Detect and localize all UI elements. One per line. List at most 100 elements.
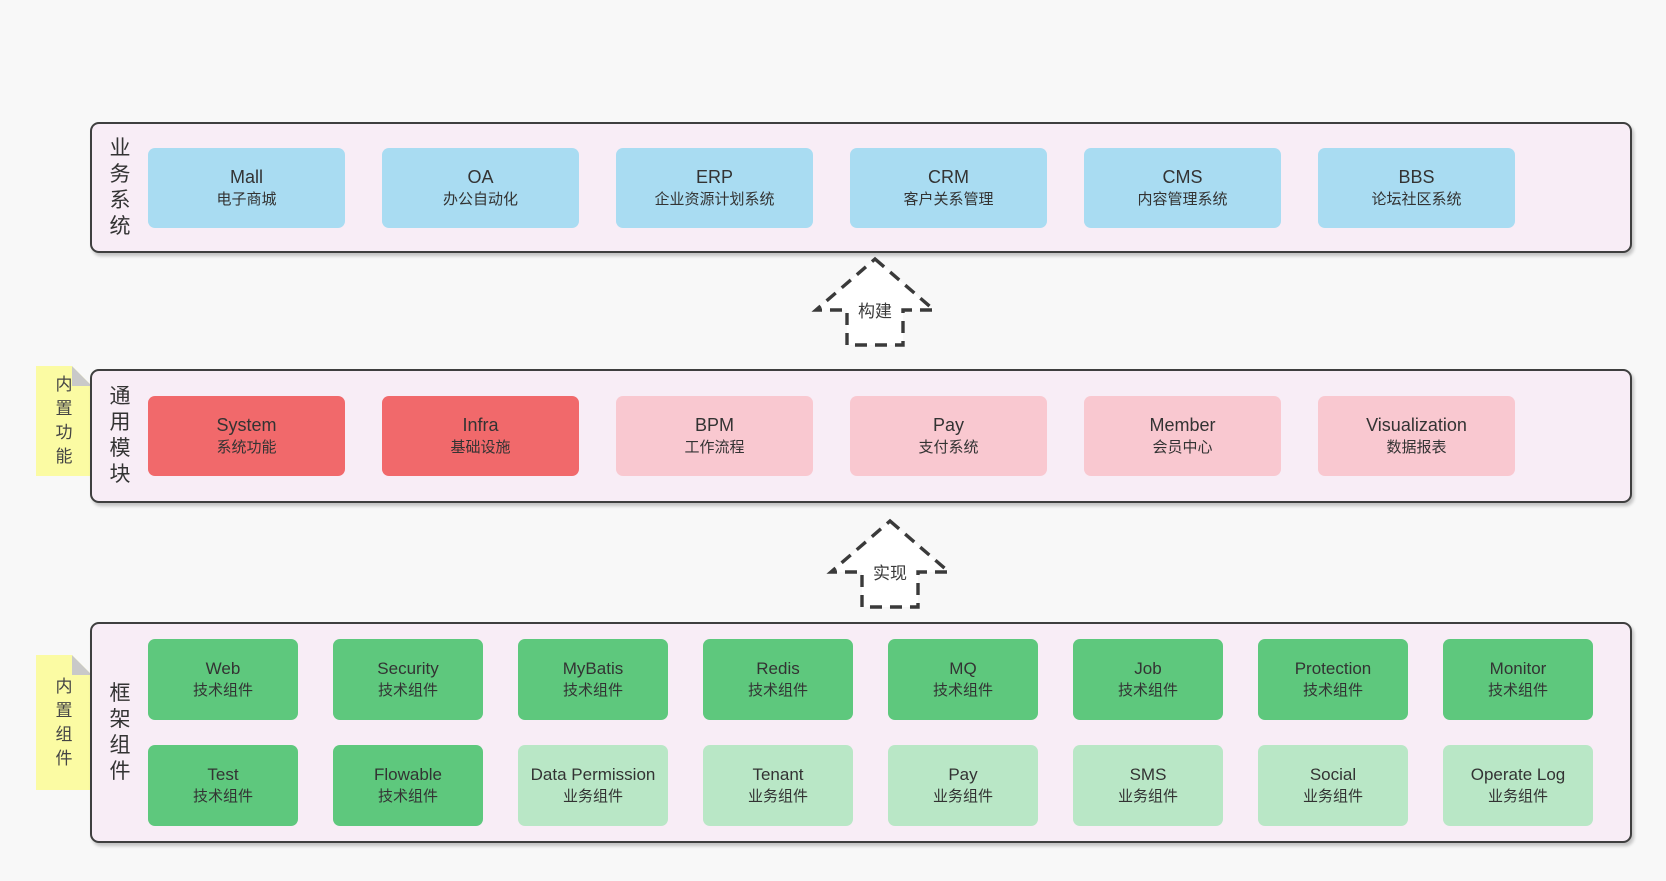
box-desc: 客户关系管理 xyxy=(903,190,994,208)
box-desc: 技术组件 xyxy=(562,682,623,699)
box-visualization: Visualization 数据报表 xyxy=(1318,396,1515,476)
box-job: Job 技术组件 xyxy=(1073,639,1223,720)
box-desc: 企业资源计划系统 xyxy=(654,190,775,208)
box-bpm: BPM 工作流程 xyxy=(616,396,813,476)
box-desc: 技术组件 xyxy=(377,788,438,805)
sticky-note-builtin-features: 内置功能 xyxy=(36,366,92,476)
box-name: CRM xyxy=(928,166,969,187)
box-monitor: Monitor 技术组件 xyxy=(1443,639,1593,720)
box-cms: CMS 内容管理系统 xyxy=(1084,147,1281,228)
box-name: Mall xyxy=(229,166,263,187)
box-test: Test 技术组件 xyxy=(148,745,298,826)
folded-corner-icon xyxy=(72,655,92,675)
box-redis: Redis 技术组件 xyxy=(703,639,853,720)
layer-business-systems: 业务系统 Mall 电子商城 OA 办公自动化 ERP 企业资源计划系统 CRM… xyxy=(90,122,1632,253)
box-infra: Infra 基础设施 xyxy=(382,396,579,476)
box-desc: 内容管理系统 xyxy=(1137,190,1228,208)
folded-corner-icon xyxy=(72,366,92,386)
box-name: MyBatis xyxy=(562,659,624,678)
box-desc: 会员中心 xyxy=(1152,439,1213,456)
box-desc: 业务组件 xyxy=(1487,788,1548,805)
box-security: Security 技术组件 xyxy=(333,639,483,720)
component-row-1: Web 技术组件 Security 技术组件 MyBatis 技术组件 Redi… xyxy=(148,639,1630,720)
business-boxes-row: Mall 电子商城 OA 办公自动化 ERP 企业资源计划系统 CRM 客户关系… xyxy=(148,124,1630,251)
box-sms: SMS 业务组件 xyxy=(1073,745,1223,826)
box-flowable: Flowable 技术组件 xyxy=(333,745,483,826)
box-name: CMS xyxy=(1162,166,1203,187)
box-pay-system: Pay 支付系统 xyxy=(850,396,1047,476)
box-name: Infra xyxy=(462,415,499,435)
layer-label-framework-components: 框架组件 xyxy=(109,681,131,783)
sticky-note-label: 内置组件 xyxy=(55,676,73,768)
box-name: System xyxy=(216,415,277,435)
box-desc: 技术组件 xyxy=(932,682,993,699)
box-web: Web 技术组件 xyxy=(148,639,298,720)
box-desc: 业务组件 xyxy=(1117,788,1178,805)
layer-label-common-modules: 通用模块 xyxy=(109,385,131,486)
arrow-label-implement: 实现 xyxy=(870,562,910,586)
box-name: Web xyxy=(205,659,241,678)
box-data-permission: Data Permission 业务组件 xyxy=(518,745,668,826)
box-name: Social xyxy=(1309,765,1357,784)
box-desc: 技术组件 xyxy=(192,682,253,699)
layer-label-zone: 通用模块 xyxy=(92,371,148,501)
box-protection: Protection 技术组件 xyxy=(1258,639,1408,720)
box-name: Visualization xyxy=(1366,415,1467,435)
arrow-build: 构建 xyxy=(810,256,940,348)
box-name: BBS xyxy=(1398,166,1435,187)
box-name: Member xyxy=(1149,415,1216,435)
box-name: SMS xyxy=(1129,765,1167,784)
box-desc: 业务组件 xyxy=(932,788,993,805)
layer-label-business-systems: 业务系统 xyxy=(109,136,131,238)
box-name: MQ xyxy=(949,659,977,678)
box-desc: 业务组件 xyxy=(562,788,623,805)
box-name: Flowable xyxy=(373,765,443,784)
box-name: Operate Log xyxy=(1470,765,1566,784)
sticky-note-builtin-components: 内置组件 xyxy=(36,655,92,790)
box-desc: 技术组件 xyxy=(1302,682,1363,699)
box-desc: 技术组件 xyxy=(377,682,438,699)
layer-label-zone: 框架组件 xyxy=(92,624,148,841)
box-desc: 技术组件 xyxy=(1487,682,1548,699)
box-desc: 办公自动化 xyxy=(442,190,518,208)
layer-common-modules: 通用模块 System 系统功能 Infra 基础设施 BPM 工作流程 Pay… xyxy=(90,369,1632,503)
box-social: Social 业务组件 xyxy=(1258,745,1408,826)
box-name: Protection xyxy=(1294,659,1372,678)
component-row-2: Test 技术组件 Flowable 技术组件 Data Permission … xyxy=(148,745,1630,826)
box-desc: 技术组件 xyxy=(747,682,808,699)
layer-framework-components: 框架组件 Web 技术组件 Security 技术组件 MyBatis 技术组件… xyxy=(90,622,1632,843)
box-desc: 基础设施 xyxy=(450,439,511,456)
box-mq: MQ 技术组件 xyxy=(888,639,1038,720)
box-bbs: BBS 论坛社区系统 xyxy=(1318,147,1515,228)
box-name: Job xyxy=(1134,659,1162,678)
box-erp: ERP 企业资源计划系统 xyxy=(616,147,813,228)
box-name: Redis xyxy=(756,659,800,678)
box-oa: OA 办公自动化 xyxy=(382,147,579,228)
box-pay-component: Pay 业务组件 xyxy=(888,745,1038,826)
box-desc: 技术组件 xyxy=(1117,682,1178,699)
box-name: BPM xyxy=(694,415,734,435)
box-system: System 系统功能 xyxy=(148,396,345,476)
box-mybatis: MyBatis 技术组件 xyxy=(518,639,668,720)
box-desc: 业务组件 xyxy=(747,788,808,805)
box-member: Member 会员中心 xyxy=(1084,396,1281,476)
box-name: Pay xyxy=(948,765,978,784)
box-crm: CRM 客户关系管理 xyxy=(850,147,1047,228)
sticky-note-label: 内置功能 xyxy=(55,375,73,466)
box-name: Test xyxy=(207,765,239,784)
box-desc: 业务组件 xyxy=(1302,788,1363,805)
box-desc: 电子商城 xyxy=(216,190,277,208)
component-grid: Web 技术组件 Security 技术组件 MyBatis 技术组件 Redi… xyxy=(148,624,1630,841)
module-boxes-row: System 系统功能 Infra 基础设施 BPM 工作流程 Pay 支付系统… xyxy=(148,371,1630,501)
box-desc: 技术组件 xyxy=(192,788,253,805)
box-name: Security xyxy=(377,659,439,678)
box-tenant: Tenant 业务组件 xyxy=(703,745,853,826)
box-name: OA xyxy=(467,166,494,187)
box-desc: 支付系统 xyxy=(918,439,979,456)
box-name: Monitor xyxy=(1489,659,1547,678)
box-desc: 系统功能 xyxy=(216,439,277,456)
box-desc: 数据报表 xyxy=(1386,439,1447,456)
arrow-label-build: 构建 xyxy=(855,300,895,324)
box-name: Pay xyxy=(932,415,965,435)
